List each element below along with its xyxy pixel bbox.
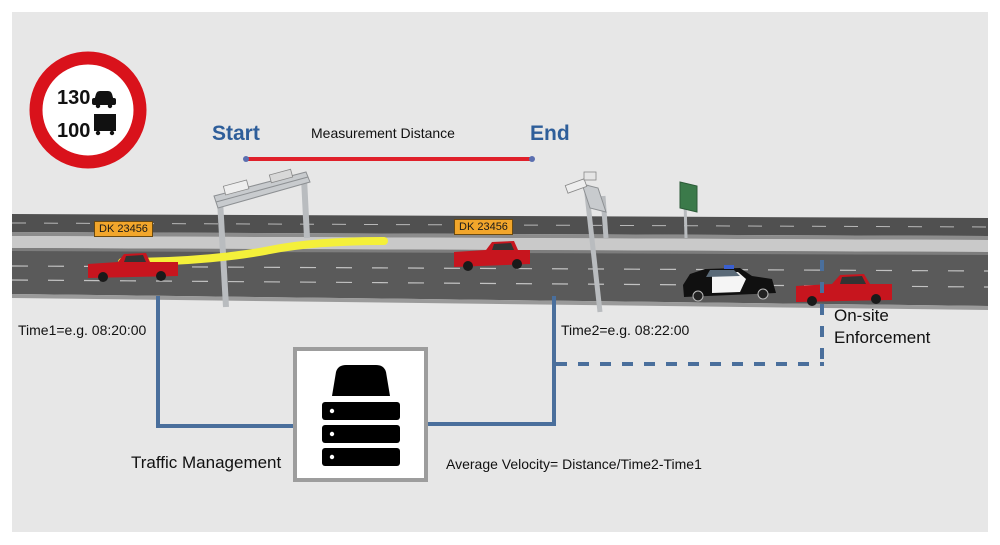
connector-start-to-server bbox=[156, 296, 296, 428]
pickup-truck-stopped bbox=[796, 274, 892, 306]
traffic-management-server bbox=[293, 347, 428, 482]
truck-speed-limit: 100 bbox=[57, 120, 90, 142]
average-velocity-formula: Average Velocity= Distance/Time2-Time1 bbox=[446, 456, 702, 472]
connector-end-to-server bbox=[426, 296, 556, 426]
camera-icon bbox=[268, 168, 294, 184]
time2-label: Time2=e.g. 08:22:00 bbox=[561, 322, 690, 338]
speed-limit-sign: 130 100 bbox=[29, 51, 147, 169]
data-connectors bbox=[156, 260, 824, 428]
enforcement-label-line1: On-site bbox=[834, 306, 889, 325]
enforcement-label-line2: Enforcement bbox=[834, 328, 931, 347]
police-light-icon bbox=[724, 265, 734, 269]
speed-sign-ring bbox=[29, 51, 147, 169]
camera-icon bbox=[222, 179, 250, 196]
time1-label: Time1=e.g. 08:20:00 bbox=[18, 322, 147, 338]
pickup-truck-at-start bbox=[88, 253, 178, 282]
traffic-management-label: Traffic Management bbox=[131, 453, 282, 472]
start-label: Start bbox=[212, 122, 260, 145]
license-plate-end: DK 23456 bbox=[454, 219, 513, 235]
end-label: End bbox=[530, 122, 570, 145]
car-icon bbox=[92, 91, 116, 109]
vehicle-trail bbox=[118, 237, 388, 266]
pickup-truck-at-end bbox=[454, 241, 530, 271]
car-speed-limit: 130 bbox=[57, 87, 90, 109]
direction-sign bbox=[679, 181, 698, 239]
camera-icon bbox=[583, 171, 597, 181]
license-plate-start: DK 23456 bbox=[94, 221, 153, 237]
gantry-end bbox=[564, 171, 609, 313]
server-stack-icon bbox=[322, 365, 400, 466]
camera-icon bbox=[564, 178, 588, 194]
police-car bbox=[683, 265, 776, 302]
measurement-distance-label: Measurement Distance bbox=[311, 125, 455, 141]
truck-icon bbox=[94, 114, 116, 136]
measurement-bar bbox=[243, 156, 535, 162]
